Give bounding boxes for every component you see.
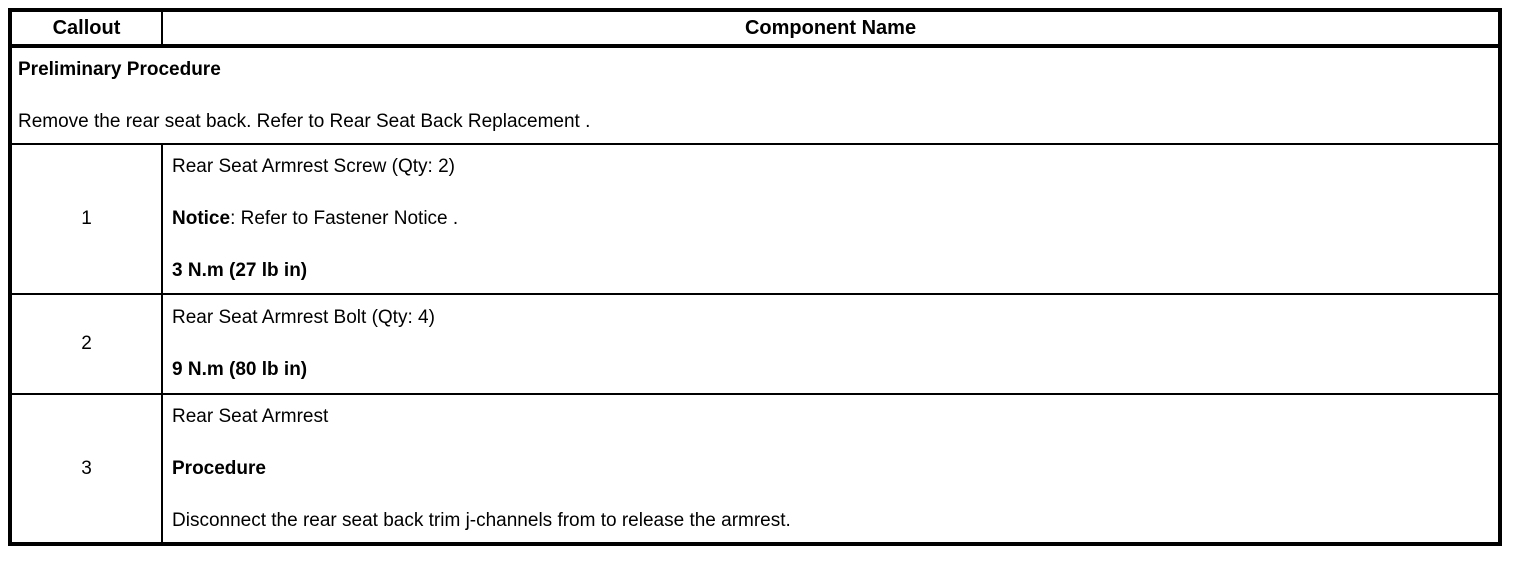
component-name-column-header: Component Name bbox=[161, 9, 1501, 48]
torque-spec: 3 N.m (27 lb in) bbox=[172, 260, 308, 281]
component-name-text: Rear Seat Armrest Bolt (Qty: 4) bbox=[172, 307, 435, 328]
procedure-label: Procedure bbox=[172, 457, 266, 479]
callout-number-3: 3 bbox=[9, 393, 163, 545]
component-cell-1: Rear Seat Armrest Screw (Qty: 2) Notice:… bbox=[161, 143, 1501, 295]
notice-reference-text: : Refer to Fastener Notice . bbox=[230, 208, 459, 229]
component-name-text: Rear Seat Armrest Screw (Qty: 2) bbox=[172, 156, 455, 177]
notice-label: Notice bbox=[172, 208, 231, 229]
preliminary-procedure-row: Preliminary Procedure Remove the rear se… bbox=[9, 45, 1501, 145]
table-row: 2 Rear Seat Armrest Bolt (Qty: 4) 9 N.m … bbox=[9, 293, 1501, 395]
preliminary-procedure-title: Preliminary Procedure bbox=[18, 58, 221, 80]
preliminary-procedure-cell: Preliminary Procedure Remove the rear se… bbox=[9, 45, 1501, 145]
callout-column-header: Callout bbox=[9, 9, 163, 48]
torque-spec: 9 N.m (80 lb in) bbox=[172, 359, 308, 380]
callout-number-2: 2 bbox=[9, 293, 163, 395]
table-row: 1 Rear Seat Armrest Screw (Qty: 2) Notic… bbox=[9, 143, 1501, 295]
table-header-row: Callout Component Name bbox=[9, 9, 1501, 48]
table-row: 3 Rear Seat Armrest Procedure Disconnect… bbox=[9, 393, 1501, 545]
procedure-instruction: Disconnect the rear seat back trim j-cha… bbox=[172, 509, 791, 531]
component-callout-table: Callout Component Name Preliminary Proce… bbox=[8, 8, 1502, 546]
preliminary-procedure-instruction: Remove the rear seat back. Refer to Rear… bbox=[18, 110, 591, 132]
callout-number-1: 1 bbox=[9, 143, 163, 295]
component-cell-3: Rear Seat Armrest Procedure Disconnect t… bbox=[161, 393, 1501, 545]
notice-line: Notice: Refer to Fastener Notice . bbox=[172, 208, 1488, 230]
component-name-text: Rear Seat Armrest bbox=[172, 405, 329, 427]
component-cell-2: Rear Seat Armrest Bolt (Qty: 4) 9 N.m (8… bbox=[161, 293, 1501, 395]
